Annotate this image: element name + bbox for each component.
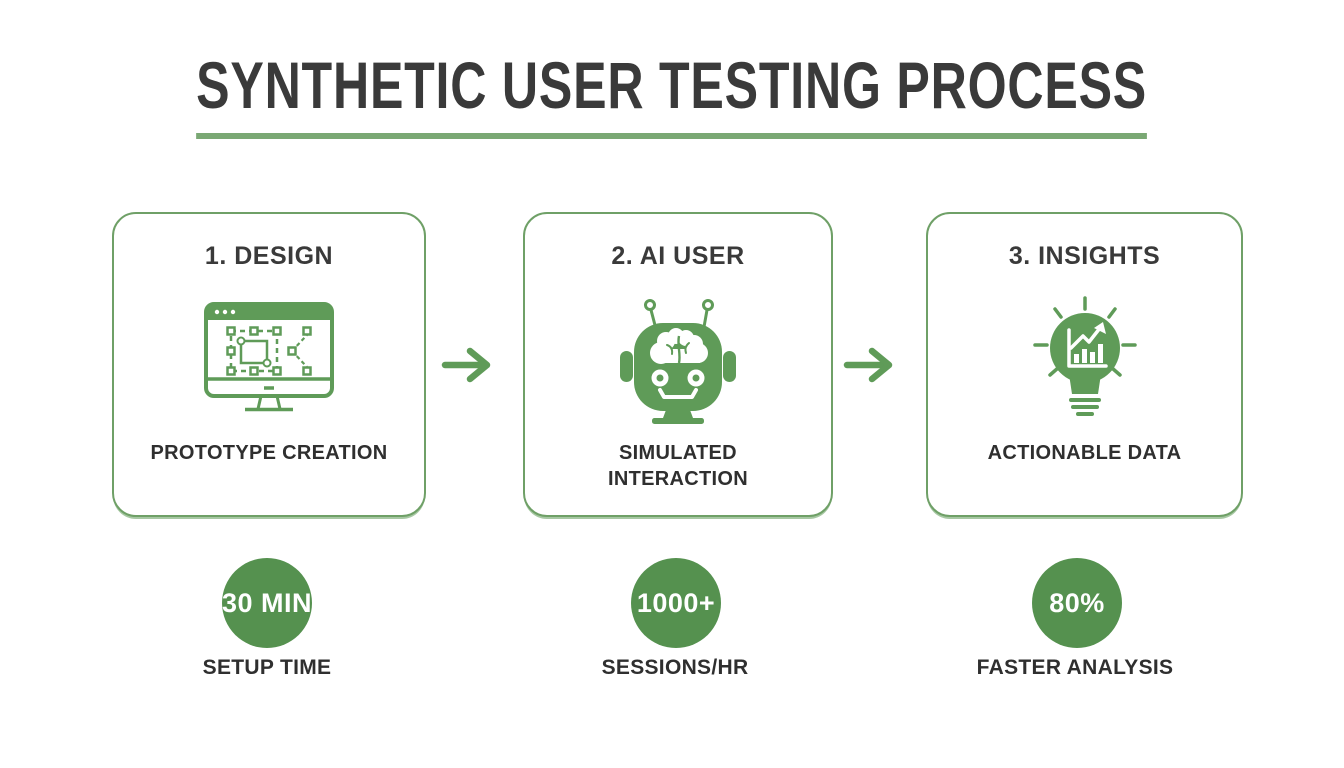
metric-label: FASTER ANALYSIS	[976, 656, 1174, 679]
step-card-design: 1. DESIGN	[112, 212, 426, 517]
metric-label: SETUP TIME	[202, 656, 332, 679]
metric-value: 80%	[1049, 587, 1105, 618]
page-title: SYNTHETIC USER TESTING PROCESS	[196, 48, 1148, 122]
step-card-insights: 3. INSIGHTS	[926, 212, 1243, 517]
ai-robot-icon	[620, 298, 736, 424]
flow-arrow-icon	[441, 347, 491, 383]
title-underline	[196, 133, 1148, 139]
metric-circle-setup-time: 30 MIN	[222, 558, 312, 648]
step-caption: PROTOTYPE CREATION	[150, 442, 388, 464]
step-heading: 1. DESIGN	[204, 242, 334, 270]
metric-label: SESSIONS/HR	[601, 656, 749, 679]
header: SYNTHETIC USER TESTING PROCESS	[0, 52, 1344, 139]
step-caption: ACTIONABLE DATA	[987, 442, 1182, 464]
prototype-monitor-icon	[204, 302, 334, 412]
step-heading: 2. AI USER	[611, 242, 745, 270]
flow-arrow-icon	[843, 347, 893, 383]
icon-box	[114, 290, 424, 430]
step-caption: SIMULATED INTERACTION	[608, 442, 748, 490]
title-block: SYNTHETIC USER TESTING PROCESS	[196, 48, 1148, 139]
lightbulb-chart-icon	[1032, 296, 1137, 416]
icon-box	[928, 290, 1241, 430]
step-heading: 3. INSIGHTS	[1008, 242, 1161, 270]
step-card-ai-user: 2. AI USER	[523, 212, 833, 517]
icon-box	[525, 290, 831, 430]
metric-circle-sessions: 1000+	[631, 558, 721, 648]
metric-value: 1000+	[636, 587, 716, 618]
metric-value: 30 MIN	[221, 587, 313, 618]
metric-circle-analysis: 80%	[1032, 558, 1122, 648]
